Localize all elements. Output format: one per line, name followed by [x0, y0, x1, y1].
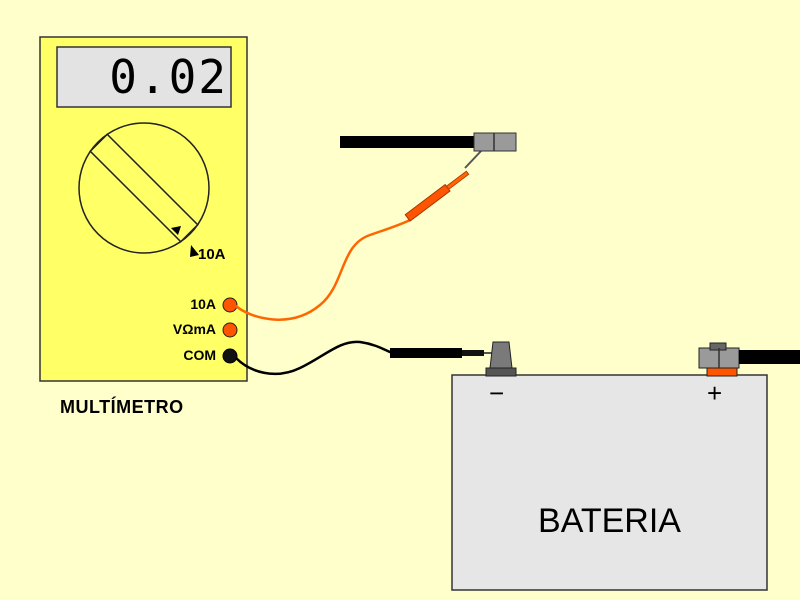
probe-tip-icon	[464, 149, 483, 169]
port-com-label: COM	[183, 347, 216, 363]
port-com[interactable]	[222, 348, 238, 364]
positive-symbol: +	[707, 378, 723, 408]
upper-cable	[340, 136, 475, 148]
port-10a[interactable]	[222, 297, 238, 313]
negative-symbol: −	[489, 378, 505, 408]
battery-label: BATERIA	[538, 502, 681, 540]
dial-knob[interactable]	[89, 133, 199, 243]
port-10a-label: 10A	[190, 296, 216, 312]
negative-terminal-base	[485, 367, 517, 377]
negative-terminal[interactable]	[489, 341, 513, 369]
positive-terminal-base	[706, 367, 738, 377]
red-lead-wire	[235, 218, 411, 321]
positive-cable	[739, 350, 800, 364]
multimeter-display	[56, 46, 232, 108]
multimeter-reading: 0.02	[109, 50, 228, 104]
black-lead-wire	[235, 340, 393, 376]
dial-10a-marker-icon	[190, 245, 199, 257]
dial-setting-label: 10A	[198, 246, 226, 263]
battery-case	[451, 374, 768, 591]
red-probe[interactable]	[404, 170, 470, 222]
multimeter-title: MULTÍMETRO	[60, 397, 184, 417]
dial-pointer-icon	[171, 226, 181, 235]
black-probe[interactable]	[390, 348, 462, 358]
clamp-icon	[473, 132, 517, 152]
port-v-ohm-ma-label: VΩmA	[172, 321, 216, 337]
port-v-ohm-ma[interactable]	[222, 322, 238, 338]
